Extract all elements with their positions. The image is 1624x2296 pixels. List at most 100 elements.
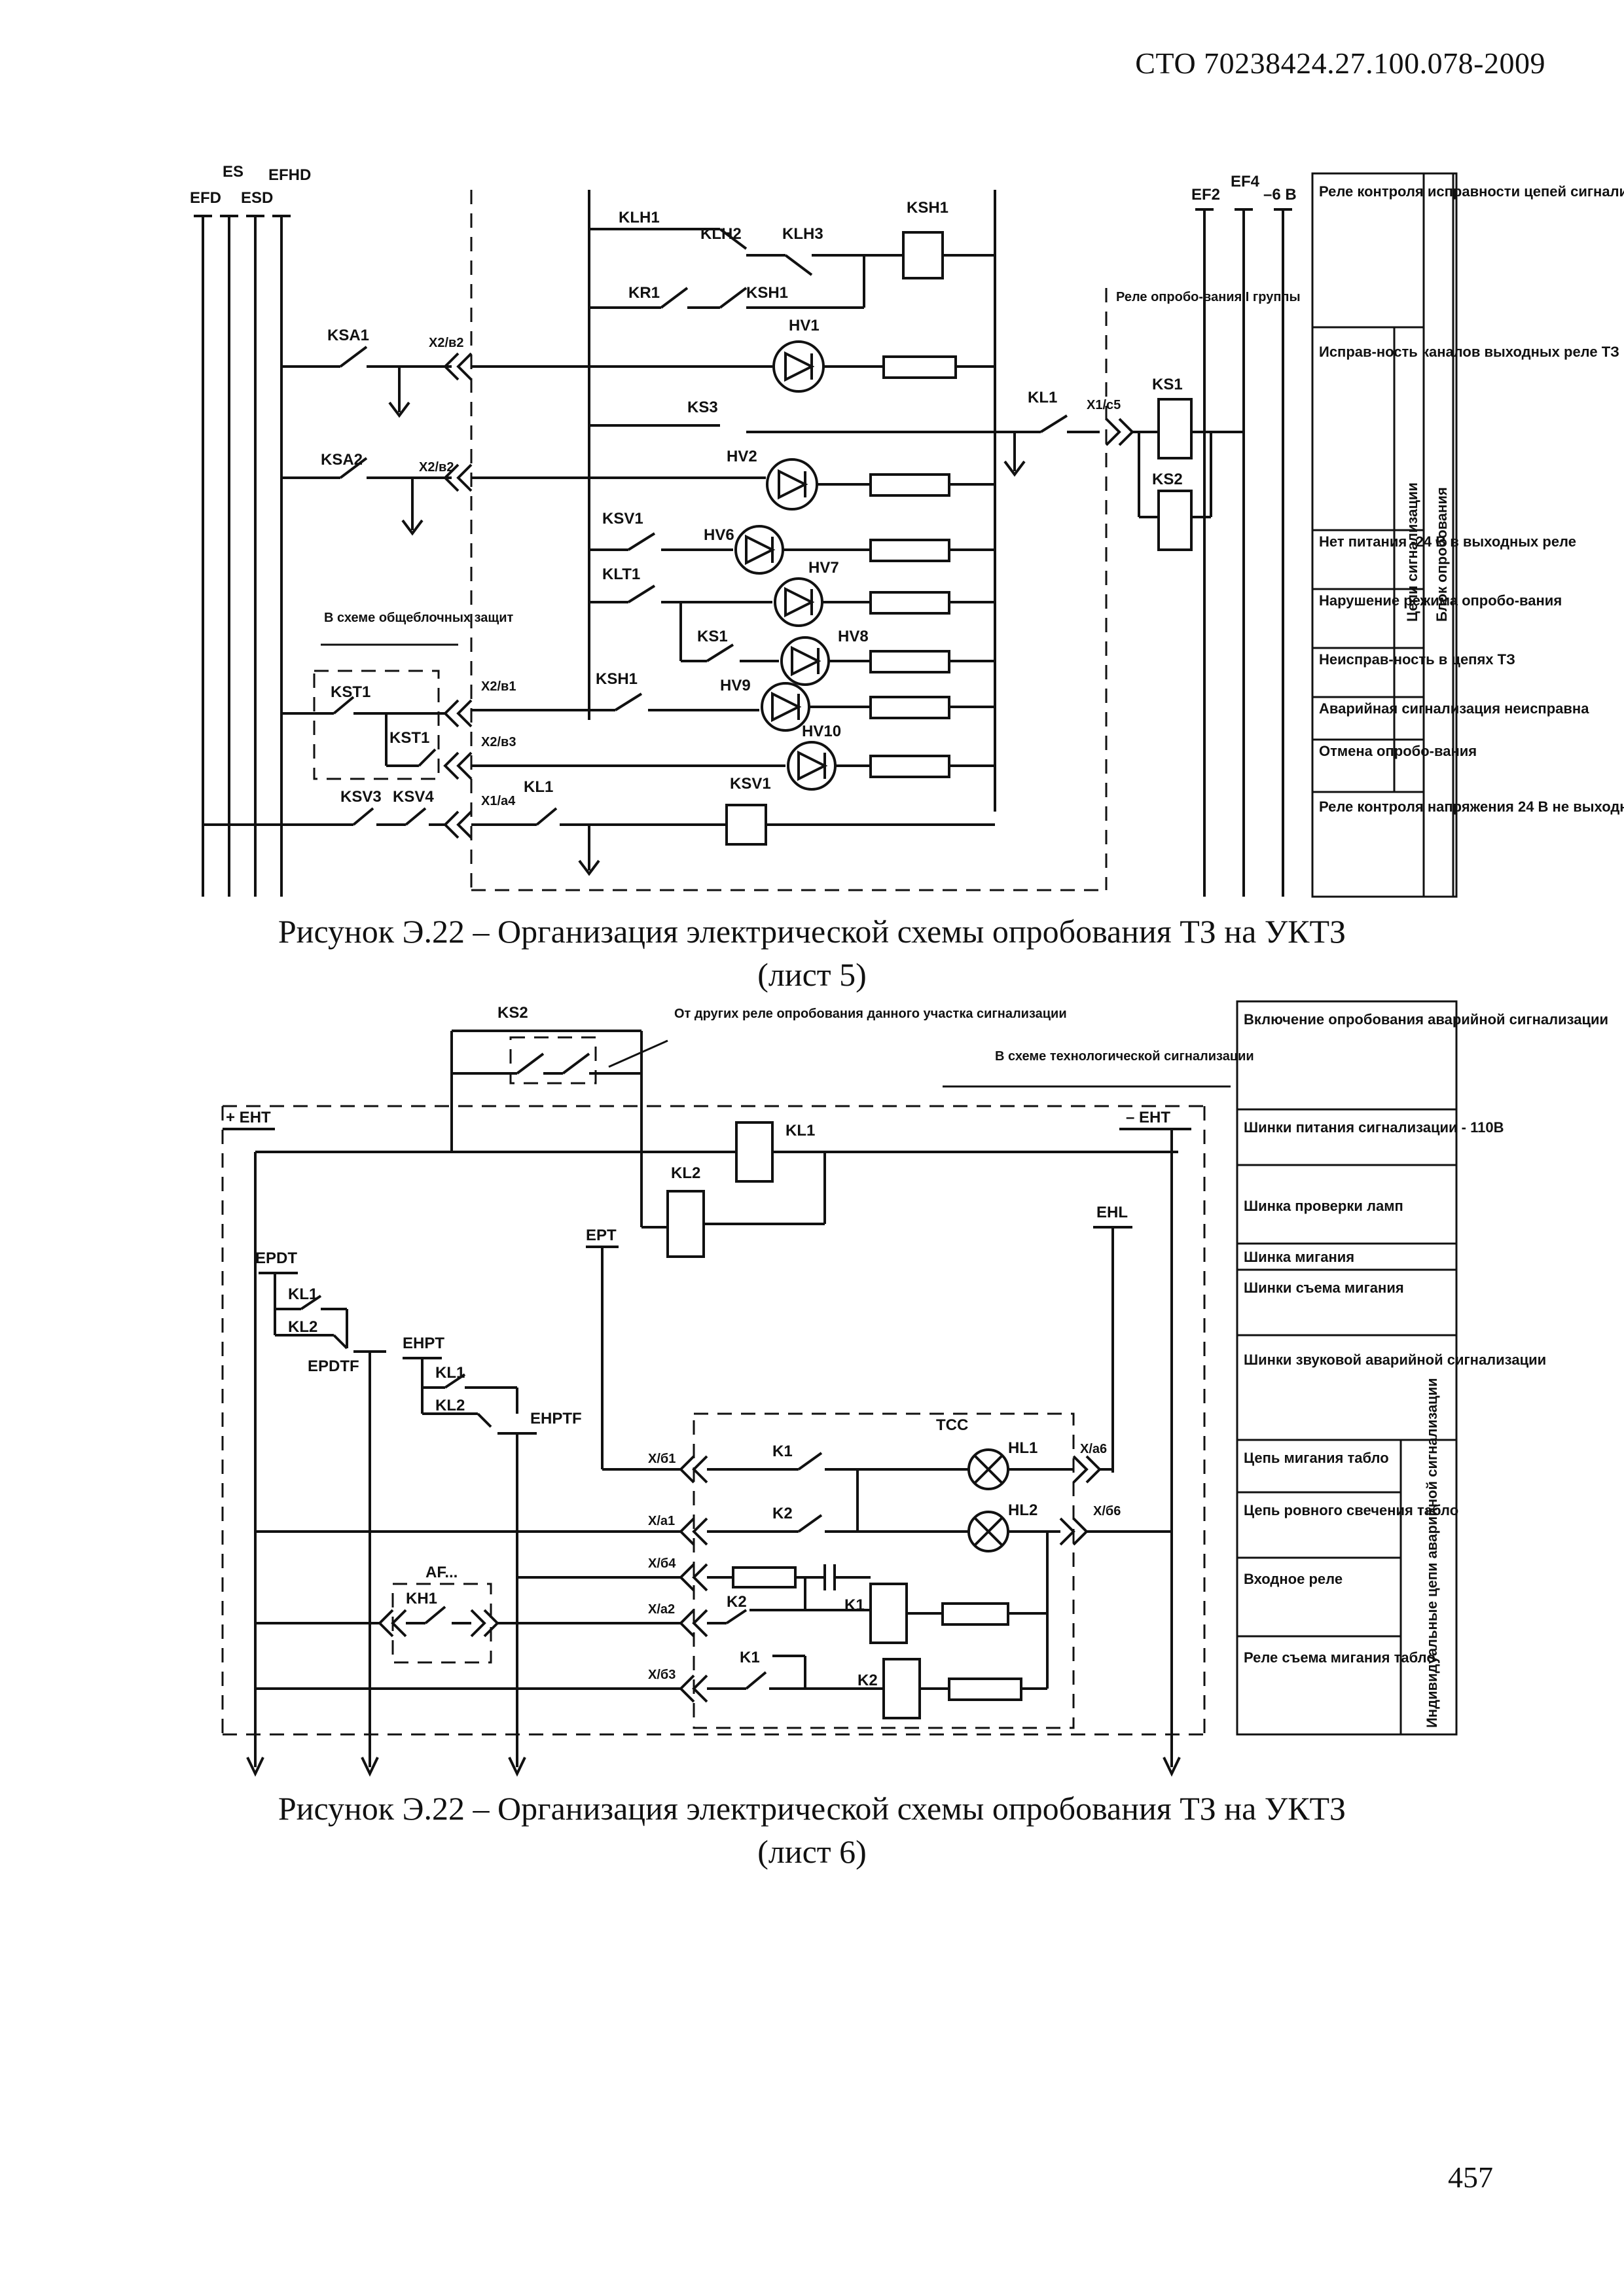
table-row: Шинки питания сигнализации - 110В	[1244, 1119, 1504, 1136]
component-label: KST1	[331, 683, 370, 701]
component-label: KL2	[671, 1164, 700, 1182]
bus-label: –6 В	[1263, 186, 1297, 204]
bus-label: ESD	[241, 189, 273, 207]
relay-group-note: Реле опробо-вания I группы	[1116, 290, 1301, 304]
component-label: KL2	[435, 1397, 465, 1414]
figure1-caption-line1: Рисунок Э.22 – Организация электрической…	[278, 913, 1346, 950]
component-label: KS3	[687, 399, 718, 416]
bus-label: EPDTF	[308, 1357, 359, 1375]
component-label: X1/с5	[1087, 398, 1121, 412]
component-label: HV6	[704, 526, 734, 544]
component-label: X/а6	[1080, 1442, 1107, 1456]
component-label: KS2	[1152, 471, 1183, 488]
component-label: KSH1	[907, 199, 948, 217]
table-row: Входное реле	[1244, 1571, 1343, 1587]
bus-label: ES	[223, 163, 244, 181]
component-label: KLH1	[619, 209, 660, 226]
component-label: HV1	[789, 317, 820, 334]
component-label: KSV3	[340, 788, 382, 806]
component-label: K1	[772, 1443, 793, 1460]
table-row: Реле съема мигания табло	[1244, 1649, 1435, 1666]
table-row: Реле контроля исправности цепей сигнализ…	[1319, 183, 1624, 200]
bus-label: EPDT	[255, 1249, 297, 1267]
table-row: Шинки съема мигания	[1244, 1280, 1404, 1296]
bus-label: EHL	[1096, 1204, 1128, 1221]
table-row: Шинки звуковой аварийной сигнализации	[1244, 1352, 1546, 1368]
figure2-caption-line1: Рисунок Э.22 – Организация электрической…	[278, 1790, 1346, 1827]
side-label: Индивидуальные цепи аварийной сигнализац…	[1424, 1378, 1440, 1728]
component-label: HV9	[720, 677, 751, 694]
bus-label: EF4	[1231, 173, 1260, 190]
component-label: KL1	[1028, 389, 1057, 406]
table-row: Исправ-ность каналов выходных реле ТЗ	[1319, 344, 1619, 360]
page-number: 457	[1448, 2161, 1493, 2194]
component-label: KL1	[785, 1122, 815, 1139]
component-label: KLH3	[782, 225, 823, 243]
component-label: KSA1	[327, 327, 369, 344]
component-label: KSV4	[393, 788, 434, 806]
component-label: K1	[740, 1649, 760, 1666]
component-label: HL1	[1008, 1439, 1038, 1457]
table-row: Реле контроля напряжения 24 В не выходны…	[1319, 798, 1624, 815]
table-row: Шинка проверки ламп	[1244, 1198, 1403, 1214]
component-label: KS1	[1152, 376, 1183, 393]
component-label: AF...	[425, 1564, 458, 1581]
figure2-caption: Рисунок Э.22 – Организация электрической…	[0, 1787, 1624, 1873]
document-header: СТО 70238424.27.100.078-2009	[1135, 46, 1545, 80]
component-label: KS1	[697, 628, 728, 645]
table-row: Шинка мигания	[1244, 1249, 1354, 1265]
component-label: K1	[844, 1596, 865, 1614]
bus-label: EHPTF	[530, 1410, 582, 1427]
component-label: KLH2	[700, 225, 742, 243]
component-label: X/б1	[648, 1452, 676, 1466]
component-label: X/б6	[1093, 1504, 1121, 1518]
component-label: HV7	[808, 559, 839, 577]
component-label: HV10	[802, 723, 841, 740]
component-label: KH1	[406, 1590, 437, 1607]
component-label: KSA2	[321, 451, 363, 469]
component-label: KL1	[524, 778, 553, 796]
component-label: KLT1	[602, 565, 640, 583]
component-label: KSH1	[596, 670, 638, 688]
side-label: Цепи сигнализации	[1404, 482, 1420, 622]
figure1-schematic: EFD ES ESD EFHD KLH1 KLH2 KLH3 KSH1 KR1 …	[190, 163, 1458, 898]
common-block-note: В схеме общеблочных защит	[324, 611, 514, 625]
figure2-caption-line2: (лист 6)	[757, 1833, 867, 1870]
component-label: HL2	[1008, 1501, 1038, 1519]
component-label: X2/в1	[481, 679, 516, 694]
table-row: Неисправ-ность в цепях ТЗ	[1319, 651, 1515, 668]
component-label: K2	[727, 1593, 747, 1611]
figure1-caption: Рисунок Э.22 – Организация электрической…	[0, 910, 1624, 996]
component-label: KL1	[288, 1285, 317, 1303]
bus-label: EFD	[190, 189, 221, 207]
bus-label: EF2	[1191, 186, 1220, 204]
component-label: KL1	[435, 1364, 465, 1382]
component-label: X/а1	[648, 1514, 675, 1528]
component-label: X2/в2	[419, 460, 454, 475]
component-label: KSV1	[602, 510, 643, 528]
bus-label: EFHD	[268, 166, 311, 184]
table-row: Аварийная сигнализация неисправна	[1319, 700, 1589, 717]
side-label: Блок опробования	[1434, 487, 1450, 622]
figure2-schematic: KS2 От других реле опробования данного у…	[221, 1000, 1458, 1777]
tech-signal-note: В схеме технологической сигнализации	[995, 1049, 1254, 1064]
component-label: K2	[772, 1505, 793, 1522]
component-label: TCC	[936, 1416, 968, 1434]
table-row: Цепь мигания табло	[1244, 1450, 1389, 1466]
component-label: X2/в2	[429, 336, 463, 350]
component-label: X2/в3	[481, 735, 516, 749]
component-label: HV2	[727, 448, 757, 465]
component-label: KR1	[628, 284, 660, 302]
bus-label: + EHT	[226, 1109, 271, 1126]
component-label: KST1	[389, 729, 429, 747]
component-label: X/б4	[648, 1556, 676, 1571]
component-label: KS2	[497, 1004, 528, 1022]
table-row: Отмена опробо-вания	[1319, 743, 1477, 759]
component-label: X/а2	[648, 1602, 675, 1617]
other-relays-note: От других реле опробования данного участ…	[674, 1007, 1067, 1021]
bus-label: – EHT	[1126, 1109, 1170, 1126]
bus-label: EPT	[586, 1227, 617, 1244]
table-row: Нет питания -24 В в выходных реле	[1319, 533, 1576, 550]
component-label: X/б3	[648, 1668, 676, 1682]
